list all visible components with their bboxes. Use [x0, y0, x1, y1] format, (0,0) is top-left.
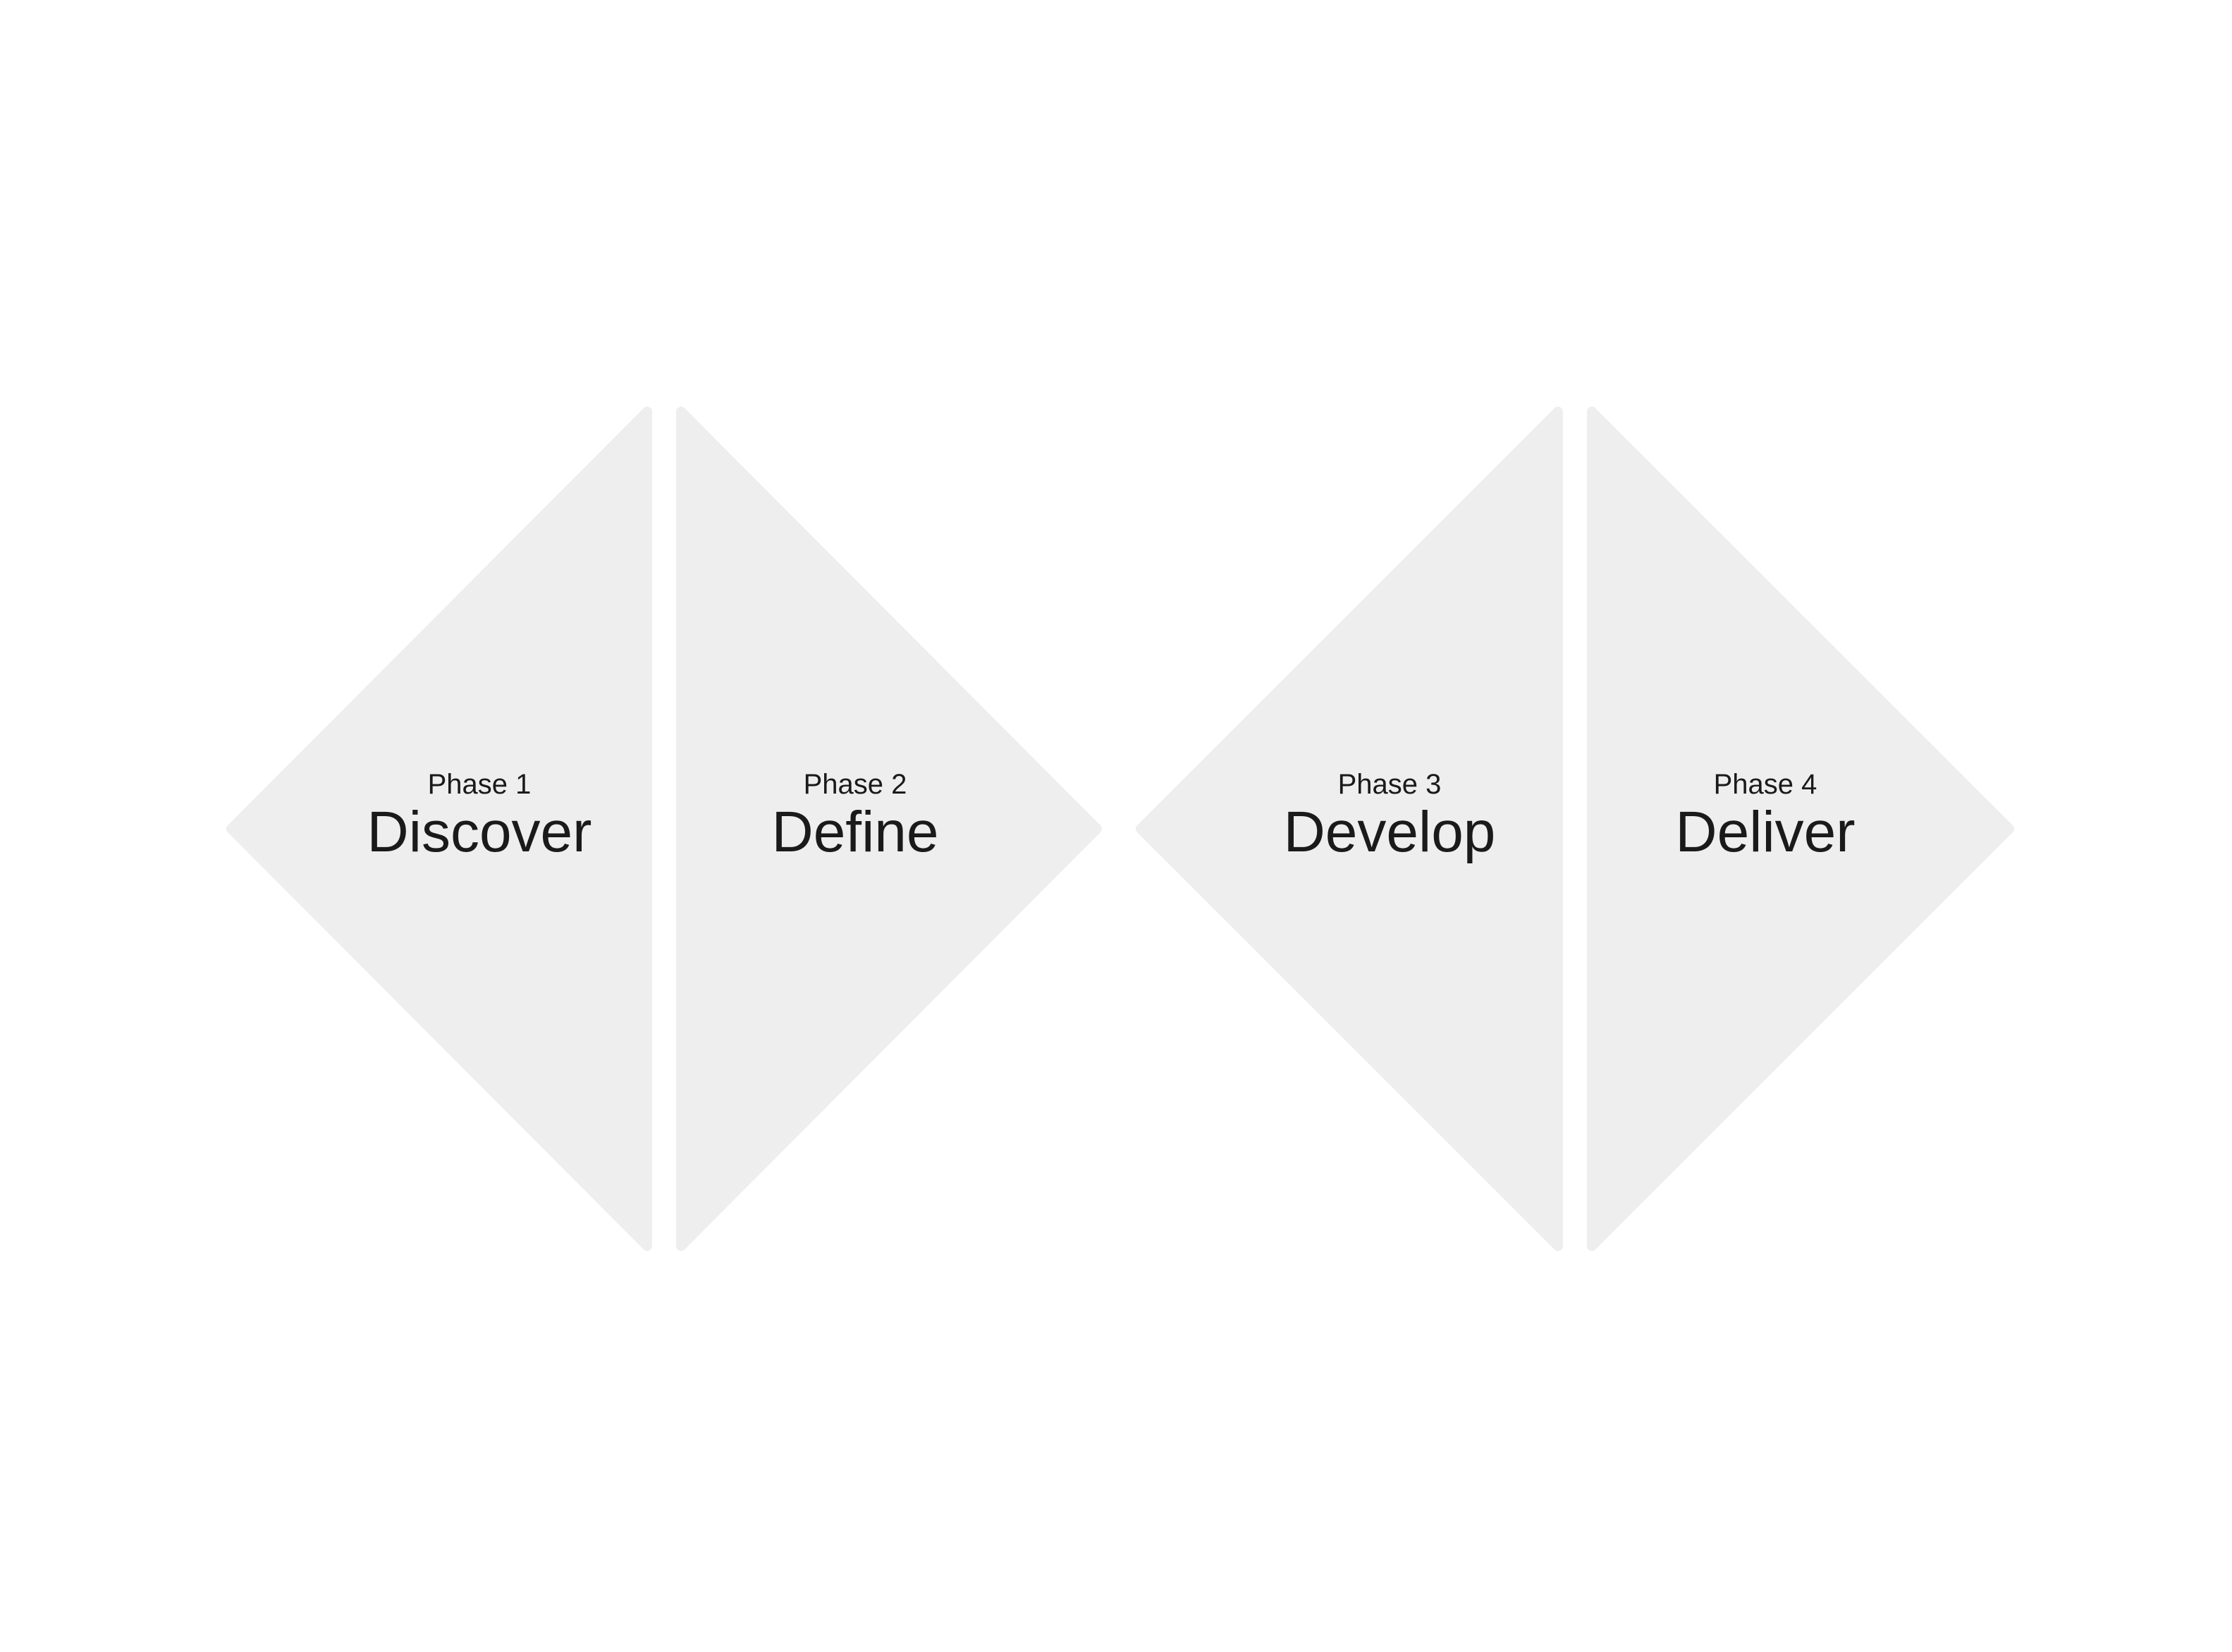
phase-4-shape — [1587, 407, 2014, 1251]
diamond-1: Phase 1 Discover Phase 2 Define — [226, 407, 1102, 1251]
phase-3-name: Develop — [1284, 800, 1496, 864]
phase-2-name: Define — [771, 800, 938, 864]
phase-1-name: Discover — [367, 800, 592, 864]
phase-2-shape — [676, 407, 1102, 1251]
phase-1-shape — [226, 407, 652, 1251]
phase-3-number: Phase 3 — [1338, 769, 1442, 800]
phase-4-number: Phase 4 — [1714, 769, 1817, 800]
diamond-2: Phase 3 Develop Phase 4 Deliver — [1136, 407, 2014, 1251]
phase-3-shape — [1136, 407, 1563, 1251]
phase-4-name: Deliver — [1675, 800, 1855, 864]
phase-1-number: Phase 1 — [428, 769, 532, 800]
phase-2-number: Phase 2 — [804, 769, 907, 800]
